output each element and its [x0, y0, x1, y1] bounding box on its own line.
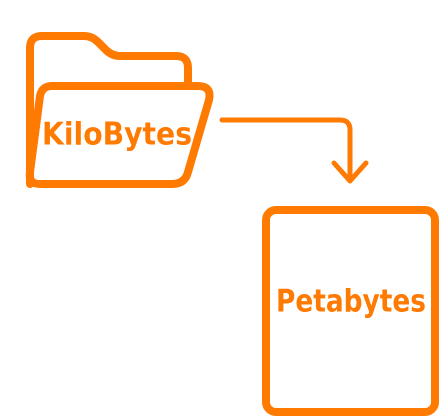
- folder-back: [26, 32, 192, 188]
- folder-icon: [25, 32, 214, 188]
- arrow-connector: [219, 117, 369, 184]
- arrowhead-icon: [331, 160, 369, 184]
- target-label: Petabytes: [276, 284, 426, 320]
- arrow-line: [219, 117, 353, 181]
- source-label: KiloBytes: [42, 117, 192, 153]
- folder-front: [25, 82, 214, 188]
- document-icon: [262, 206, 439, 416]
